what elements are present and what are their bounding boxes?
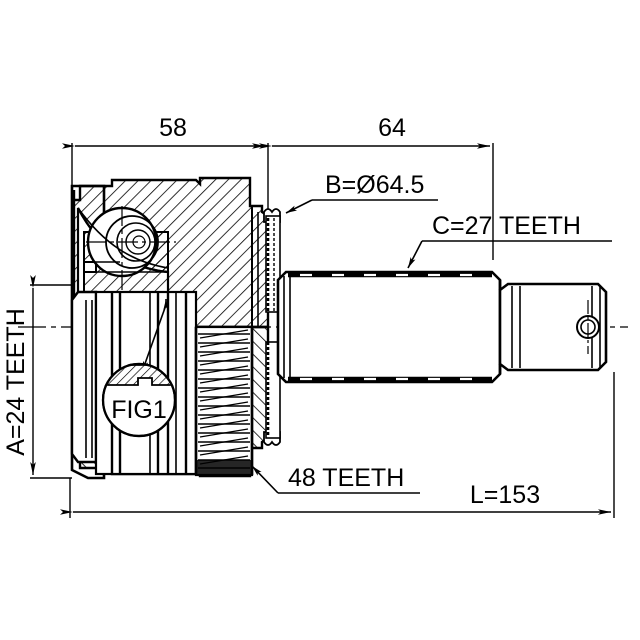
boot-seal-clip — [263, 208, 281, 446]
fig1-label: FIG1 — [111, 396, 167, 424]
leader-abs-teeth: 48 TEETH — [251, 464, 420, 494]
dim-A-label: A=24 TEETH — [2, 308, 30, 456]
abs-tone-ring — [194, 325, 254, 477]
dimension-inner-spline: A=24 TEETH — [2, 275, 72, 479]
abs-tone-ring-upper — [251, 206, 259, 327]
main-shaft — [276, 270, 502, 384]
dim-C-label: C=27 TEETH — [432, 212, 581, 240]
fig1-callout: FIG1 — [101, 299, 177, 438]
leader-outer-spline: C=27 TEETH — [407, 212, 612, 269]
ball-track-lines — [77, 207, 169, 273]
dim-48-teeth-label: 48 TEETH — [288, 464, 404, 492]
dim-64-label: 64 — [378, 114, 406, 142]
dim-B-label: B=Ø64.5 — [325, 171, 424, 199]
dim-L-label: L=153 — [470, 481, 540, 509]
inner-spline-shaft — [70, 290, 98, 464]
shaft-end-stub — [498, 280, 608, 374]
leader-boot-diameter: B=Ø64.5 — [285, 171, 438, 214]
dim-58-label: 58 — [159, 114, 187, 142]
dimension-top-58: 58 — [62, 114, 269, 232]
dimension-overall-length: L=153 — [60, 372, 615, 518]
